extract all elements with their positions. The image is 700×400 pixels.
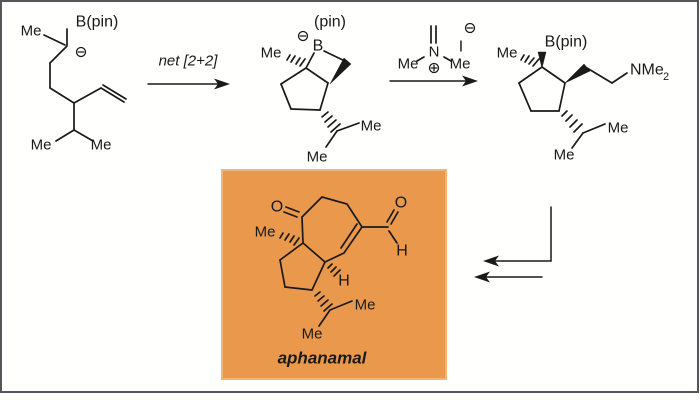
bold-wedge [537, 51, 547, 69]
minus-charge-icon [464, 22, 476, 34]
methyl-label: Me [450, 56, 471, 73]
pin-label: (pin) [314, 14, 346, 31]
hashed-wedge [286, 54, 306, 67]
bold-wedge [329, 57, 352, 85]
reaction-arrow-net-2plus2: net [2+2] [147, 53, 230, 90]
methyl-label: Me [21, 23, 42, 40]
hashed-wedge [327, 263, 341, 277]
product-name: aphanamal [278, 349, 368, 368]
bpin-label: B(pin) [545, 34, 588, 51]
nitrogen-label: N [429, 44, 440, 61]
methyl-label: Me [355, 297, 376, 314]
arrowhead-left-icon [474, 271, 490, 283]
methyl-label: Me [361, 118, 382, 135]
structure-boronate-carbanion: Me B(pin) Me Me [21, 14, 127, 154]
minus-charge-icon [297, 30, 309, 42]
plus-charge-icon [428, 62, 440, 74]
boron-label: B [313, 38, 324, 55]
multistep-arrows [474, 206, 552, 283]
reaction-step-label: net [2+2] [159, 53, 219, 70]
methyl-label: Me [398, 56, 419, 73]
minus-charge-icon [75, 46, 87, 58]
oxygen-label: O [395, 195, 407, 212]
hashed-wedge [314, 291, 333, 312]
arrowhead-left-icon [483, 255, 499, 267]
hashed-wedge [561, 110, 583, 133]
methyl-label: Me [91, 137, 112, 154]
hydrogen-label: H [396, 243, 408, 260]
arrowhead-right-icon [214, 78, 230, 90]
iodide-label: I [459, 39, 463, 56]
reagent-eschenmoser-salt: N Me Me I [398, 22, 476, 74]
bpin-label: B(pin) [76, 14, 119, 31]
structure-aphanamal: O O H Me H [255, 195, 408, 368]
dimethylamino-label: NMe [630, 62, 664, 79]
methyl-label: Me [554, 147, 575, 164]
hashed-wedge [520, 54, 540, 67]
methyl-label: Me [307, 149, 328, 166]
reaction-arrow-aminomethylation [389, 75, 478, 87]
structure-aminoethyl-boronate: Me B(pin) NMe 2 Me Me [497, 34, 670, 164]
hashed-wedge [279, 232, 300, 246]
dimethylamino-subscript: 2 [663, 71, 669, 83]
structure-borabicycle: (pin) B Me Me [261, 14, 382, 166]
bold-wedge [564, 63, 591, 84]
oxygen-label: O [271, 199, 283, 216]
methyl-label: Me [255, 224, 276, 241]
methyl-label: Me [608, 120, 629, 137]
product-highlight-box [221, 169, 447, 380]
methyl-label: Me [261, 45, 282, 62]
methyl-label: Me [497, 45, 518, 62]
arrowhead-right-icon [462, 75, 478, 87]
methyl-label: Me [302, 326, 323, 343]
hashed-wedge [321, 111, 341, 133]
methyl-label: Me [31, 137, 52, 154]
hydrogen-label: H [338, 273, 350, 290]
